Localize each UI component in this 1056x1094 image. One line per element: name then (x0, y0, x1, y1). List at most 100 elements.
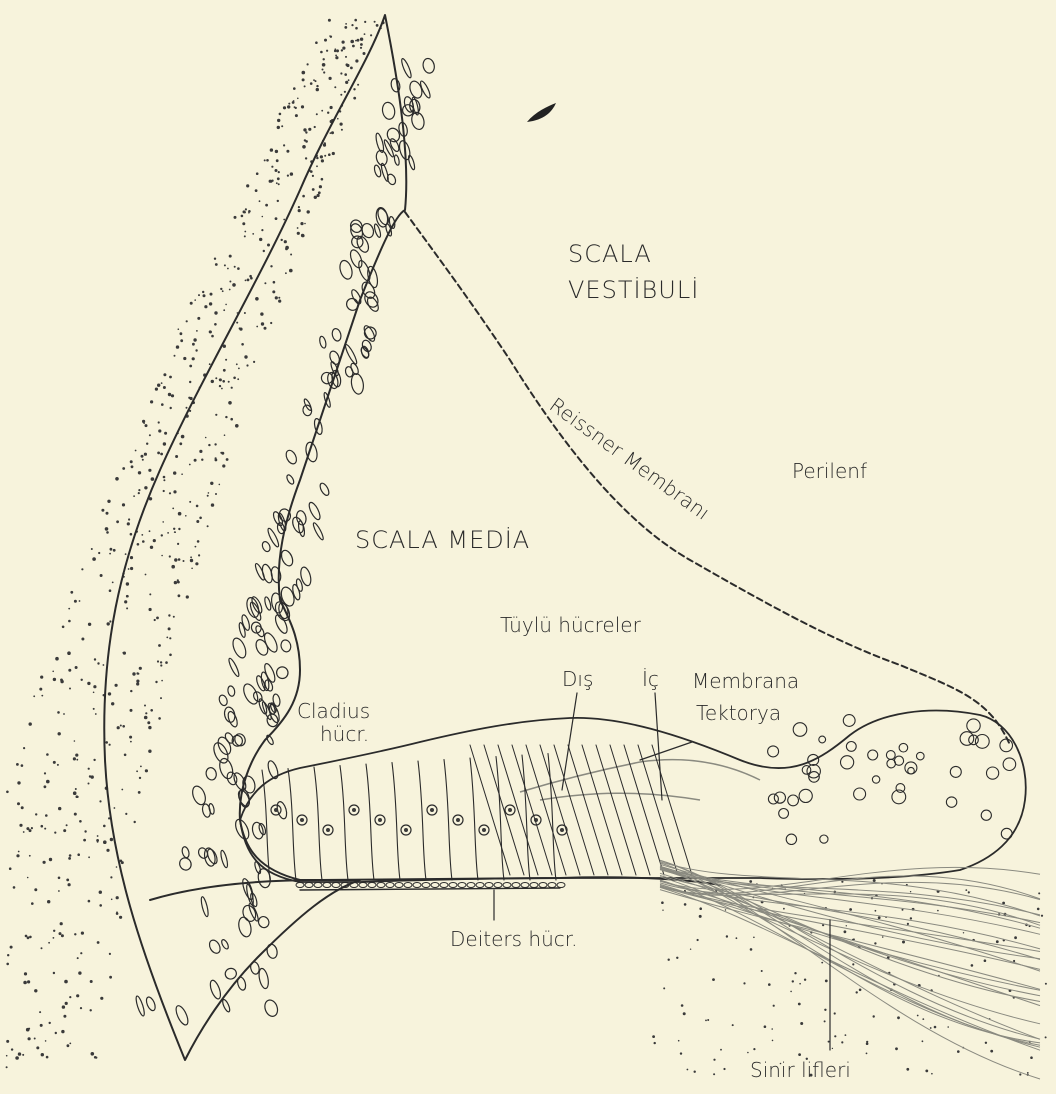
stipple-dot (44, 772, 46, 774)
stipple-dot (278, 297, 280, 299)
stipple-dot (61, 934, 64, 937)
stipple-dot (845, 1034, 847, 1036)
ligament-cell (344, 344, 359, 366)
stipple-dot (130, 567, 133, 570)
stipple-dot (750, 948, 753, 951)
stipple-dot (844, 930, 847, 933)
stipple-dot (53, 761, 56, 764)
stipple-dot (315, 80, 317, 82)
stipple-dot (100, 997, 103, 1000)
stipple-dot (124, 600, 127, 603)
stipple-dot (668, 959, 670, 961)
stipple-dot (996, 940, 999, 943)
stipple-dot (275, 296, 278, 299)
stipple-dot (130, 709, 133, 712)
stipple-dot (245, 208, 247, 210)
stipple-dot (360, 47, 362, 49)
stipple-dot (233, 377, 236, 380)
spiral-cell (1003, 758, 1016, 771)
stipple-dot (984, 959, 987, 962)
spiral-cell (843, 715, 855, 727)
tectorial-membrane (520, 760, 760, 800)
stipple-dot (138, 791, 141, 794)
stipple-dot (6, 1055, 8, 1057)
stipple-dot (210, 293, 213, 296)
stipple-dot (77, 853, 80, 856)
ligament-cell (221, 999, 231, 1013)
stipple-dot (321, 159, 324, 162)
stipple-dot (228, 401, 232, 405)
stipple-dot (74, 740, 76, 742)
stipple-dot (286, 150, 289, 153)
stipple-dot (167, 532, 169, 534)
stipple-dot (88, 856, 90, 858)
stipple-dot (98, 552, 100, 554)
stipple-dot (937, 910, 939, 912)
stipple-dot (195, 562, 198, 565)
stipple-dot (57, 711, 60, 714)
stipple-dot (328, 153, 331, 156)
stipple-dot (145, 712, 147, 714)
stipple-dot (142, 540, 145, 543)
stipple-dot (131, 465, 134, 468)
ligament-cell (284, 449, 298, 466)
cell-nucleus-core (300, 818, 304, 822)
basilar-bead (521, 883, 529, 888)
stipple-dot (126, 582, 129, 585)
stipple-dot (360, 43, 363, 46)
stipple-dot (87, 682, 90, 685)
stipple-dot (110, 548, 113, 551)
stipple-dot (259, 238, 262, 241)
stipple-dot (169, 555, 171, 557)
stipple-dot (261, 229, 263, 231)
stipple-dot (103, 664, 105, 666)
basilar-bead (512, 883, 520, 888)
stipple-dot (81, 932, 84, 935)
stipple-dot (270, 265, 272, 267)
ligament-cell (174, 1004, 191, 1026)
stipple-dot (225, 359, 227, 361)
stipple-dot (256, 326, 258, 328)
stipple-dot (310, 170, 313, 173)
stipple-dot (761, 970, 763, 972)
stipple-dot (922, 1018, 924, 1020)
stipple-dot (105, 741, 108, 744)
stipple-dot (314, 126, 316, 128)
stipple-dot (352, 45, 355, 48)
stipple-dot (68, 857, 71, 860)
stipple-dot (27, 936, 30, 939)
stipple-dot (662, 910, 663, 911)
label-ic: İç (642, 667, 659, 691)
stipple-dot (678, 1040, 680, 1042)
stipple-dot (196, 505, 199, 508)
stipple-dot (140, 766, 142, 768)
stipple-dot (81, 568, 83, 570)
stipple-dot (16, 763, 19, 766)
stipple-dot (198, 554, 200, 556)
stipple-dot (841, 1041, 843, 1043)
stipple-dot (138, 492, 140, 494)
ligament-cell (241, 878, 255, 901)
stipple-dot (146, 443, 148, 445)
label-deiters: Deiters hücr. (450, 927, 578, 951)
stipple-dot (173, 471, 176, 474)
cell-nucleus-core (430, 808, 434, 812)
stipple-dot (160, 453, 163, 456)
ligament-cell (266, 760, 280, 780)
stipple-dot (178, 594, 181, 597)
ligament-cell (220, 939, 229, 950)
stipple-dot (215, 263, 218, 266)
stipple-dot (135, 450, 137, 452)
stipple-dot (834, 1012, 836, 1014)
stipple-dot (136, 770, 138, 772)
stipple-dot (308, 128, 311, 131)
stipple-dot (39, 1011, 41, 1013)
stipple-dot (74, 600, 77, 603)
basilar-bead (386, 883, 394, 888)
stipple-dot (910, 917, 912, 919)
stipple-dot (170, 407, 172, 409)
spiral-cell (820, 835, 828, 843)
spiral-cell (899, 743, 908, 752)
basilar-bead (332, 883, 340, 888)
stipple-dot (178, 328, 180, 330)
